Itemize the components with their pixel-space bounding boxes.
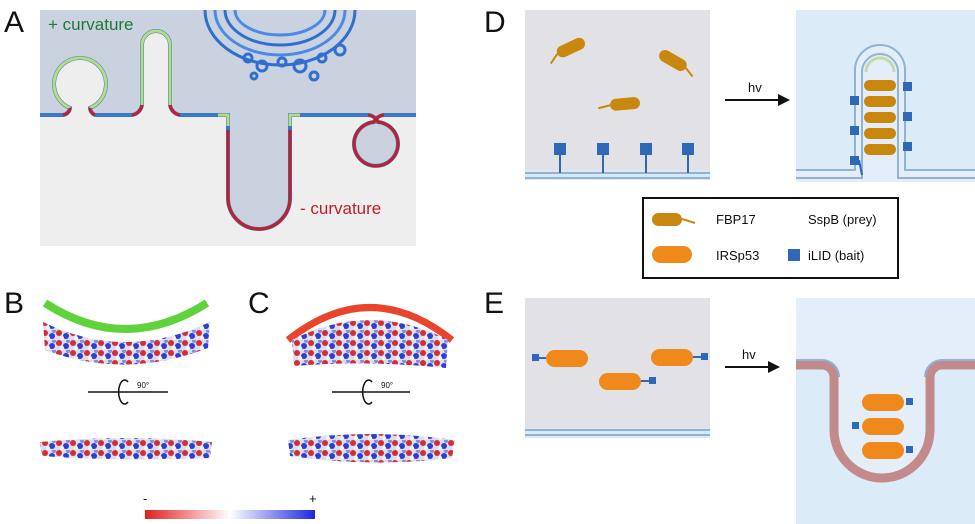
ilid-anchors — [554, 143, 694, 173]
negative-curvature-highlight — [62, 104, 400, 231]
e-before-box — [525, 298, 710, 438]
legend: FBP17 SspB (prey) IRSp53 iLID (bait) — [642, 197, 899, 279]
protein-surface-top-view-c — [288, 434, 455, 463]
positive-curvature-highlight — [52, 29, 300, 126]
rotation-angle-label-c: 90° — [381, 381, 393, 390]
negative-curvature-arc — [285, 304, 455, 343]
d-tubule-membrane-inner — [796, 53, 975, 179]
rotation-angle-label: 90° — [137, 381, 149, 390]
protein-surface-top-view — [40, 438, 212, 460]
e-arrow-label: hv — [742, 347, 756, 362]
golgi-organelle — [203, 9, 357, 82]
fbp17-molecules-free — [546, 37, 696, 115]
arrow-head-icon — [778, 94, 790, 106]
arrow-head-icon-e — [768, 361, 780, 373]
legend-label-ilid: iLID (bait) — [808, 248, 864, 263]
rotation-arrow-icon-c — [361, 379, 373, 405]
ilid-square-icon — [788, 249, 800, 261]
minus-curvature-label: - curvature — [300, 199, 381, 218]
legend-box — [642, 197, 899, 279]
panel-letter-d: D — [484, 6, 506, 39]
d-bound-ilid — [850, 82, 912, 176]
irsp53-coat — [840, 394, 926, 459]
legend-label-sspb: SspB (prey) — [808, 212, 877, 227]
irsp53-capsule-icon — [652, 246, 692, 263]
fbp17-coat — [864, 80, 896, 155]
panel-letter-a: A — [4, 6, 24, 39]
rotation-arrow-icon — [117, 379, 129, 405]
colorbar-gradient — [145, 510, 315, 519]
colorbar-min-label: - — [143, 491, 147, 506]
protein-surface-side-view — [43, 322, 210, 365]
colorbar: - + — [143, 491, 317, 519]
plus-curvature-label: + curvature — [48, 15, 134, 34]
legend-label-irsp53: IRSp53 — [716, 248, 759, 263]
panel-c: C 90° — [248, 287, 455, 463]
irsp53-molecules-free — [532, 349, 708, 390]
d-arrow-label: hv — [748, 80, 762, 95]
colorbar-max-label: + — [309, 491, 317, 506]
panel-letter-b: B — [4, 287, 24, 320]
fbp17-rod-icon — [652, 213, 696, 226]
panel-letter-e: E — [484, 287, 504, 320]
d-tubule-membrane-outer — [796, 44, 975, 171]
e-invagination-membrane — [796, 360, 975, 483]
positive-curvature-arc — [42, 299, 210, 333]
legend-label-fbp17: FBP17 — [716, 212, 756, 227]
panel-a: A — [4, 6, 416, 246]
panel-b: B 90° — [4, 287, 212, 460]
panel-letter-c: C — [248, 287, 270, 320]
d-before-membrane — [525, 170, 710, 180]
protein-surface-side-view-c — [292, 320, 448, 368]
panel-e: E hv — [484, 287, 975, 524]
panel-d: D — [484, 6, 975, 182]
